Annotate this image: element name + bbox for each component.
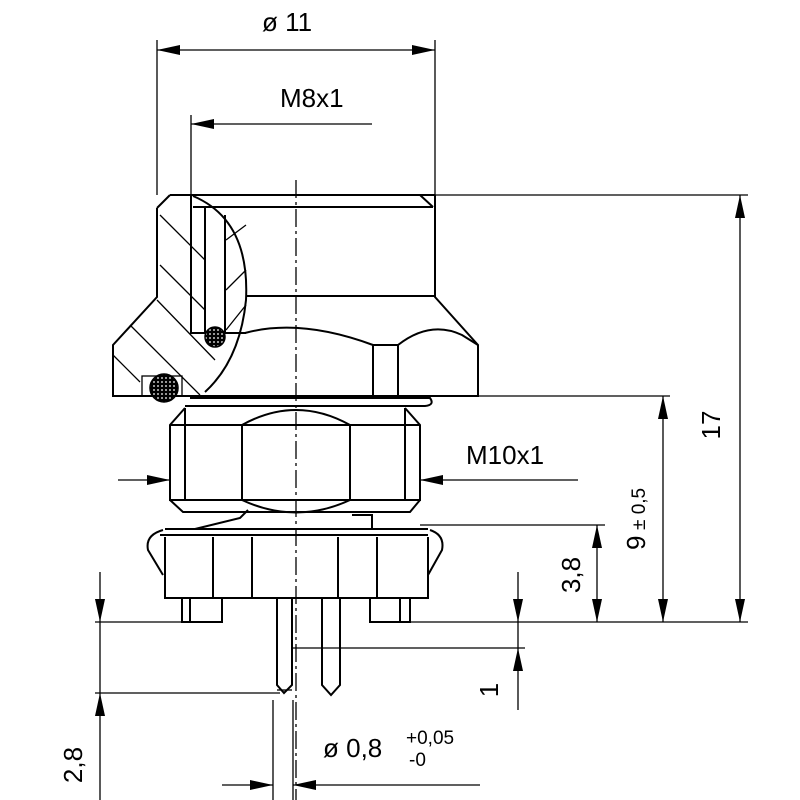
pin-offset-label: 1 [474,683,504,697]
height-mount-value: 9 [621,536,651,550]
pins [276,598,341,697]
coupling-nut [112,194,479,407]
thread-mount-label: M10x1 [466,440,544,470]
outer-diameter-label: ø 11 [262,7,312,37]
height-total-label: 17 [696,411,726,440]
thread-top-label: M8x1 [280,83,344,113]
o-ring-upper [204,326,226,348]
height-mount-label: 9 ± 0,5 [621,488,651,550]
dimension-lines [95,45,745,800]
flange-height-label: 3,8 [556,557,586,593]
pin-length-label: 2,8 [58,747,88,783]
o-ring-lower [149,373,179,403]
extension-lines [95,40,748,800]
height-mount-tolerance: ± 0,5 [629,488,650,530]
pin-diameter-label: ø 0,8 [323,733,382,763]
mounting-nut [169,407,421,514]
pin-diameter-tol-lower: -0 [409,750,426,771]
flange [146,509,444,623]
pin-diameter-tol-upper: +0,05 [406,728,454,749]
